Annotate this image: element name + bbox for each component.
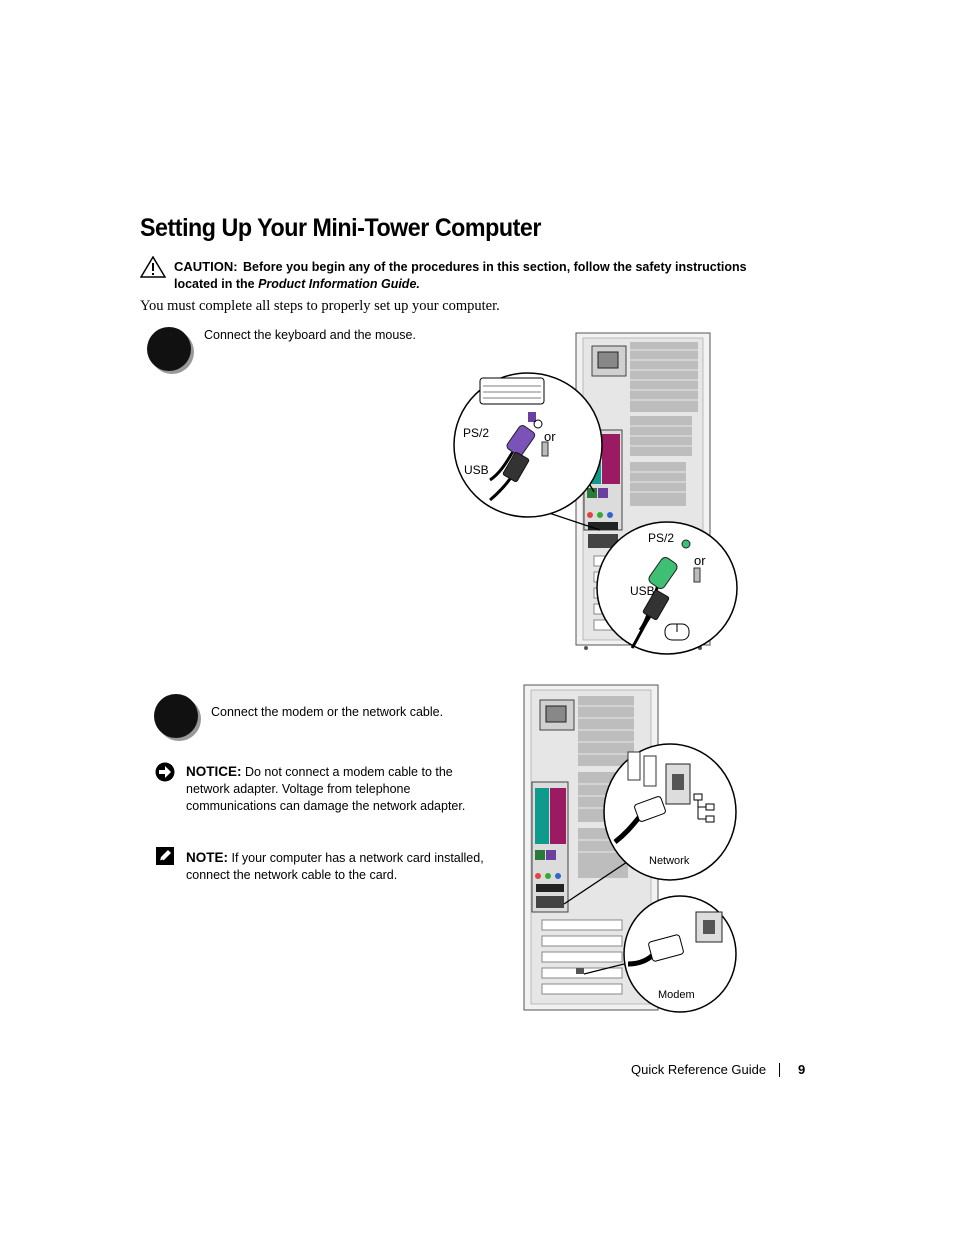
step-1-badge (147, 327, 191, 371)
network-modem-figure: Network Modem (523, 684, 737, 1013)
mouse-usb-label: USB (630, 584, 655, 598)
warning-triangle-icon (140, 256, 166, 278)
notice-arrow-icon (155, 762, 175, 782)
keyboard-mouse-figure: PS/2 or USB PS/2 or USB (453, 332, 738, 655)
footer-guide-title: Quick Reference Guide (631, 1062, 767, 1077)
keyboard-callout: PS/2 or USB (453, 372, 603, 518)
page-title: Setting Up Your Mini-Tower Computer (140, 214, 541, 242)
network-label: Network (649, 855, 690, 867)
note-label: NOTE: (186, 850, 228, 865)
mouse-callout: PS/2 or USB (596, 521, 738, 655)
caution-label: CAUTION: (174, 259, 238, 274)
step-1-text: Connect the keyboard and the mouse. (204, 328, 416, 342)
network-callout: Network (603, 743, 737, 881)
modem-label: Modem (658, 989, 695, 1001)
page-number: 9 (798, 1062, 806, 1077)
keyboard-usb-label: USB (464, 463, 489, 477)
keyboard-icon (479, 377, 545, 405)
caution-text: Before you begin any of the procedures i… (174, 260, 747, 291)
notice-text: Do not connect a modem cable to the netw… (186, 765, 466, 813)
mouse-or-label: or (694, 553, 706, 568)
pencil-icon (156, 847, 174, 865)
note-text: If your computer has a network card inst… (186, 851, 484, 882)
keyboard-or-label: or (544, 429, 556, 444)
step-2-text: Connect the modem or the network cable. (211, 705, 444, 719)
note-block: NOTE: If your computer has a network car… (186, 849, 496, 884)
notice-label: NOTICE: (186, 764, 242, 779)
mouse-ps2-label: PS/2 (648, 531, 674, 545)
step-2-badge (154, 694, 198, 738)
footer-divider (779, 1063, 780, 1077)
caution-guide-title: Product Information Guide. (258, 277, 420, 291)
modem-callout: Modem (623, 895, 737, 1013)
keyboard-ps2-label: PS/2 (463, 426, 489, 440)
intro-text: You must complete all steps to properly … (140, 298, 500, 314)
network-symbol-icon (693, 793, 715, 823)
notice-block: NOTICE: Do not connect a modem cable to … (186, 763, 496, 815)
